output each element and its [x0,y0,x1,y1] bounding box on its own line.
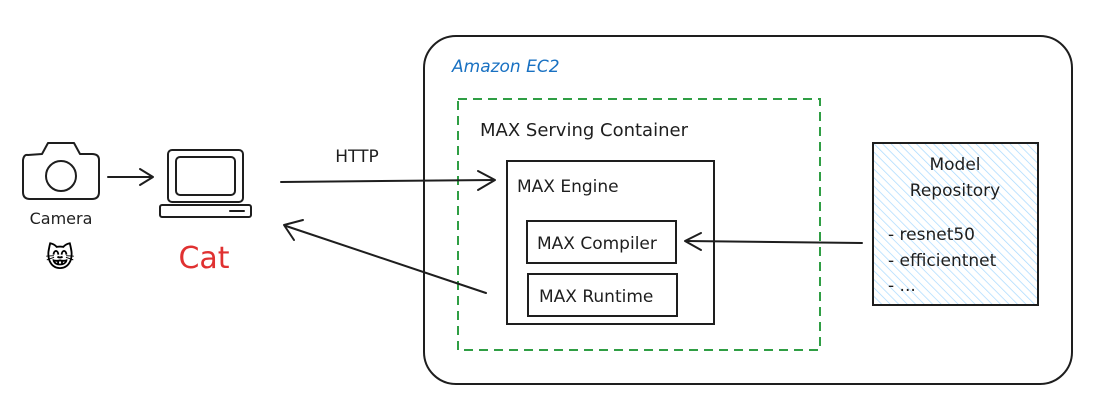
compiler-box: MAX Compiler [526,220,677,264]
cat-emoji: 😸 [45,241,74,274]
client-label: Cat [178,241,229,276]
runtime-label: MAX Runtime [539,287,653,307]
camera-icon [22,142,100,200]
request-arrow [280,170,496,191]
repository-title-line2: Repository [910,181,1000,201]
repository-title-line1: Model [929,155,980,175]
response-arrow [283,219,487,294]
http-label: HTTP [335,147,379,167]
runtime-box: MAX Runtime [527,273,678,317]
engine-title: MAX Engine [517,177,619,197]
camera-to-client-arrow [107,168,154,186]
ec2-box: Amazon EC2 [423,35,1073,385]
repository-item: - efficientnet [888,251,997,271]
repository-to-compiler-arrow [684,232,863,251]
serving-container-title: MAX Serving Container [480,120,689,141]
repository-item: - ... [888,276,916,296]
compiler-label: MAX Compiler [537,234,657,254]
camera-label: Camera [30,209,93,228]
serving-container-box: MAX Serving Container [457,98,821,351]
model-repository-box: Model Repository - resnet50 - efficientn… [872,142,1039,306]
computer-icon [159,149,252,218]
ec2-title: Amazon EC2 [451,57,560,77]
repository-item: - resnet50 [888,225,975,245]
